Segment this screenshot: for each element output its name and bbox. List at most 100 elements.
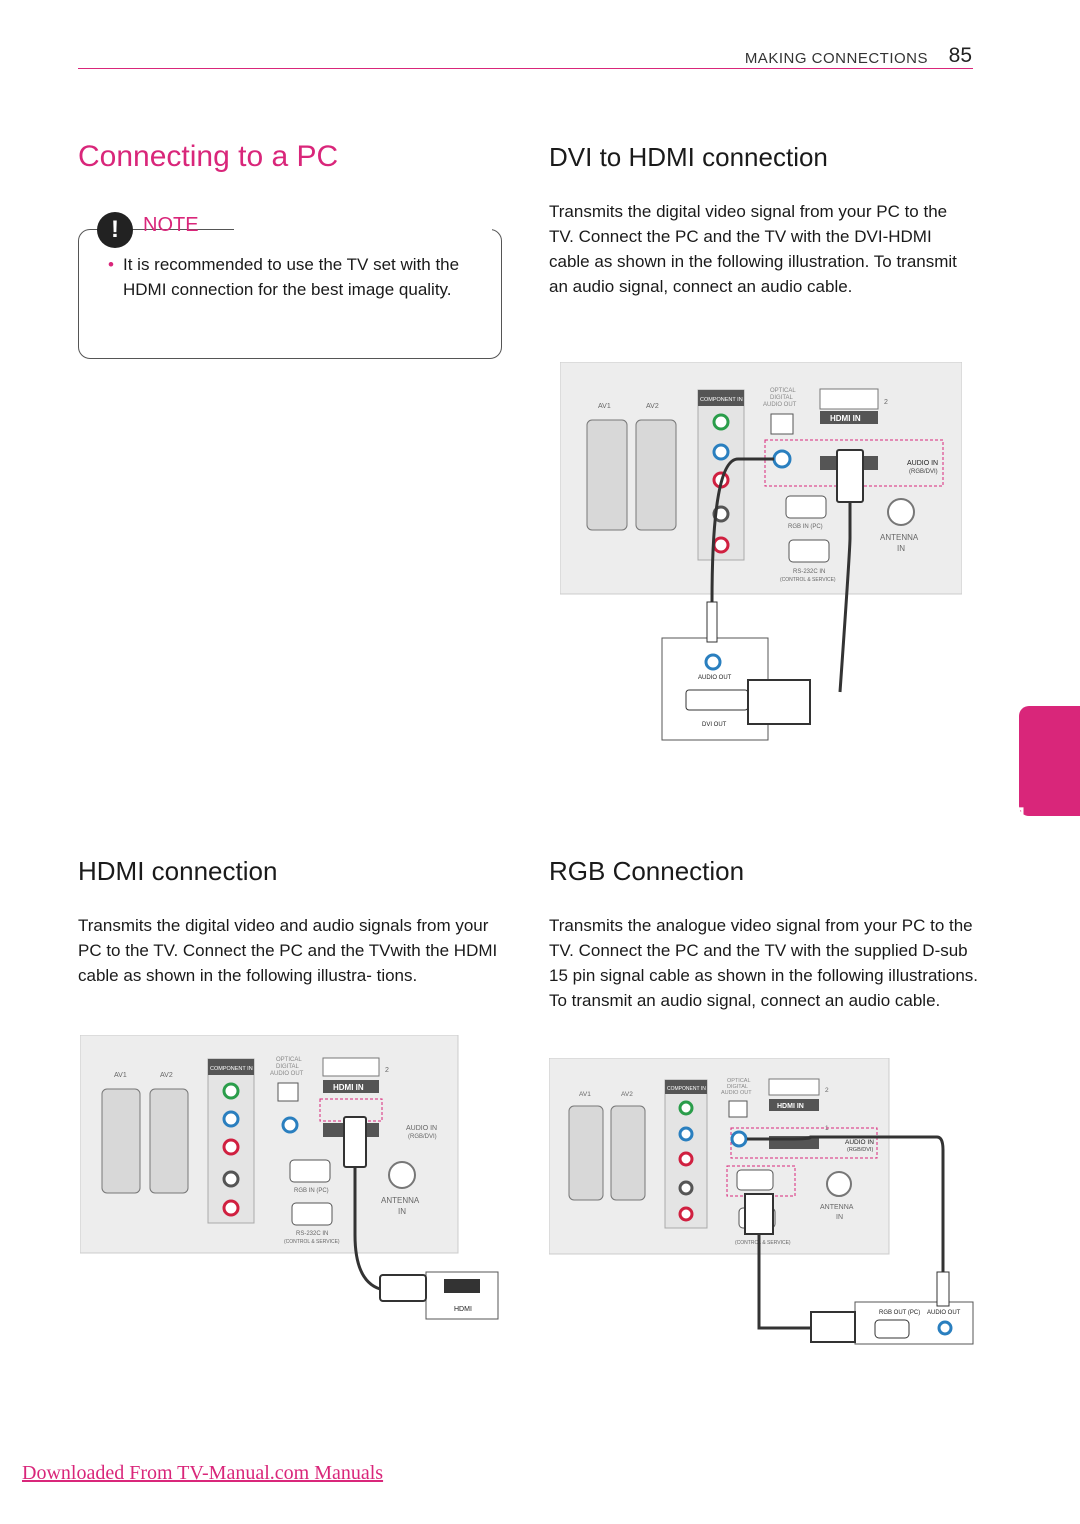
component-header xyxy=(665,1080,707,1094)
header-rule xyxy=(78,68,973,69)
hdmi-plug-pc xyxy=(379,1274,427,1302)
dvi-connection-diagram: AV1 AV2 COMPONENT IN OPTICAL DIGITAL AUD… xyxy=(560,362,962,741)
rgb-in-port xyxy=(785,495,827,519)
jack-audio-r xyxy=(222,1199,240,1217)
rs232c-label: RS-232C IN xyxy=(296,1231,328,1237)
page-title: Connecting to a PC xyxy=(78,140,339,173)
pc-audio-out-jack xyxy=(937,1320,953,1336)
language-tab-label: ENGLISH xyxy=(1004,806,1027,907)
jack-audio-r xyxy=(678,1206,694,1222)
av2-label: AV2 xyxy=(646,403,659,410)
control-service-label: (CONTROL & SERVICE) xyxy=(284,1239,340,1245)
hdmi-port-2 xyxy=(768,1078,820,1096)
dvi-out-port xyxy=(685,689,749,711)
rgb-dvi-label: (RGB/DVI) xyxy=(847,1147,873,1153)
optical-label: OPTICAL xyxy=(276,1057,302,1063)
hdmi-port-2 xyxy=(322,1057,380,1077)
hdmi-in-label: HDMI IN xyxy=(777,1103,804,1110)
pc-rgb-out-label: RGB OUT (PC) xyxy=(879,1310,920,1316)
jack-audio-l xyxy=(678,1180,694,1196)
dsub-plug-tv xyxy=(744,1193,774,1235)
hdmi-in-badge xyxy=(769,1099,819,1111)
jack-y xyxy=(712,413,730,431)
audio-out-label: AUDIO OUT xyxy=(721,1090,752,1096)
jack-pr xyxy=(222,1138,240,1156)
antenna-label: ANTENNA xyxy=(820,1204,854,1211)
port-2-label: 2 xyxy=(884,399,888,406)
hdmi-in-badge xyxy=(820,411,878,424)
dsub-plug-pc xyxy=(810,1311,856,1343)
note-label: NOTE xyxy=(143,214,199,236)
audio-out-label: AUDIO OUT xyxy=(270,1071,304,1077)
hdmi-in-badge xyxy=(323,1080,379,1093)
scart-av1 xyxy=(586,419,628,531)
dvi-out-label: DVI OUT xyxy=(702,722,727,728)
audio-plug xyxy=(936,1271,950,1307)
audio-in-label: AUDIO IN xyxy=(907,460,938,467)
port-2-label: 2 xyxy=(825,1087,829,1094)
hdmi-in-label: HDMI IN xyxy=(830,414,861,423)
rgb-body: Transmits the analogue video signal from… xyxy=(549,916,979,1010)
rs232c-label: RS-232C IN xyxy=(793,569,825,575)
pc-rgb-out-port xyxy=(874,1319,910,1339)
note-bullet: • xyxy=(108,255,114,274)
hdmi-cable xyxy=(353,1167,381,1291)
control-service-label: (CONTROL & SERVICE) xyxy=(735,1240,791,1246)
control-service-label: (CONTROL & SERVICE) xyxy=(780,577,836,583)
optical-label: OPTICAL xyxy=(727,1078,751,1084)
hdmi-connection-diagram: AV1 AV2 COMPONENT IN OPTICAL DIGITAL AUD… xyxy=(80,1035,499,1320)
audio-in-label: AUDIO IN xyxy=(845,1139,874,1146)
pc-hdmi-port xyxy=(444,1279,480,1293)
jack-pr xyxy=(678,1151,694,1167)
audio-plug xyxy=(706,601,718,643)
av2-label: AV2 xyxy=(621,1091,633,1098)
pc-hdmi-label: HDMI xyxy=(454,1306,472,1313)
audio-in-jack xyxy=(772,449,792,469)
pc-audio-out-label: AUDIO OUT xyxy=(927,1310,961,1316)
footer-link[interactable]: Downloaded From TV-Manual.com Manuals xyxy=(22,1462,384,1484)
hdmi-body: Transmits the digital video and audio si… xyxy=(78,916,498,985)
audio-cable xyxy=(747,1135,945,1272)
scart-av2 xyxy=(149,1088,189,1194)
hdmi-port-2 xyxy=(819,388,879,410)
dvi-body: Transmits the digital video signal from … xyxy=(549,202,957,296)
optical-port xyxy=(770,413,794,435)
pc-audio-out-label: AUDIO OUT xyxy=(698,675,732,681)
jack-audio-l xyxy=(222,1170,240,1188)
component-in-label: COMPONENT IN xyxy=(667,1086,706,1092)
antenna-jack xyxy=(388,1161,416,1189)
dvi-hdmi-plug xyxy=(836,449,864,503)
component-header xyxy=(698,390,744,406)
pc-panel xyxy=(854,1301,974,1345)
audio-in-jack xyxy=(281,1116,299,1134)
rgb-in-port xyxy=(289,1159,331,1183)
av2-label: AV2 xyxy=(160,1072,173,1079)
av1-label: AV1 xyxy=(579,1091,591,1098)
highlight-audio-input xyxy=(730,1127,878,1159)
jack-audio-r xyxy=(712,536,730,554)
antenna-jack xyxy=(887,498,915,526)
jack-pb xyxy=(678,1126,694,1142)
tv-panel xyxy=(549,1058,890,1255)
note-box-gap xyxy=(234,229,492,231)
digital-label: DIGITAL xyxy=(727,1084,748,1090)
audio-cable xyxy=(710,457,774,603)
dvi-plug xyxy=(747,679,811,725)
audio-out-label: AUDIO OUT xyxy=(763,402,797,408)
hdmi-in-label: HDMI IN xyxy=(333,1083,364,1092)
audio-in-jack xyxy=(730,1130,748,1148)
port-2-label: 2 xyxy=(385,1067,389,1074)
optical-label: OPTICAL xyxy=(770,388,796,394)
component-header xyxy=(208,1059,254,1075)
component-in-label: COMPONENT IN xyxy=(700,397,743,403)
digital-label: DIGITAL xyxy=(276,1064,300,1070)
rs232c-port xyxy=(788,539,830,563)
audio-in-label: AUDIO IN xyxy=(406,1125,437,1132)
rgb-dvi-label: (RGB/DVI) xyxy=(408,1134,437,1140)
rgb-heading: RGB Connection xyxy=(549,856,745,886)
language-tab: ENGLISH xyxy=(1004,706,1080,906)
av1-label: AV1 xyxy=(598,403,611,410)
antenna-in-label: IN xyxy=(897,544,905,553)
scart-av2 xyxy=(610,1105,646,1201)
rgb-in-label: RGB IN (PC) xyxy=(788,524,823,530)
